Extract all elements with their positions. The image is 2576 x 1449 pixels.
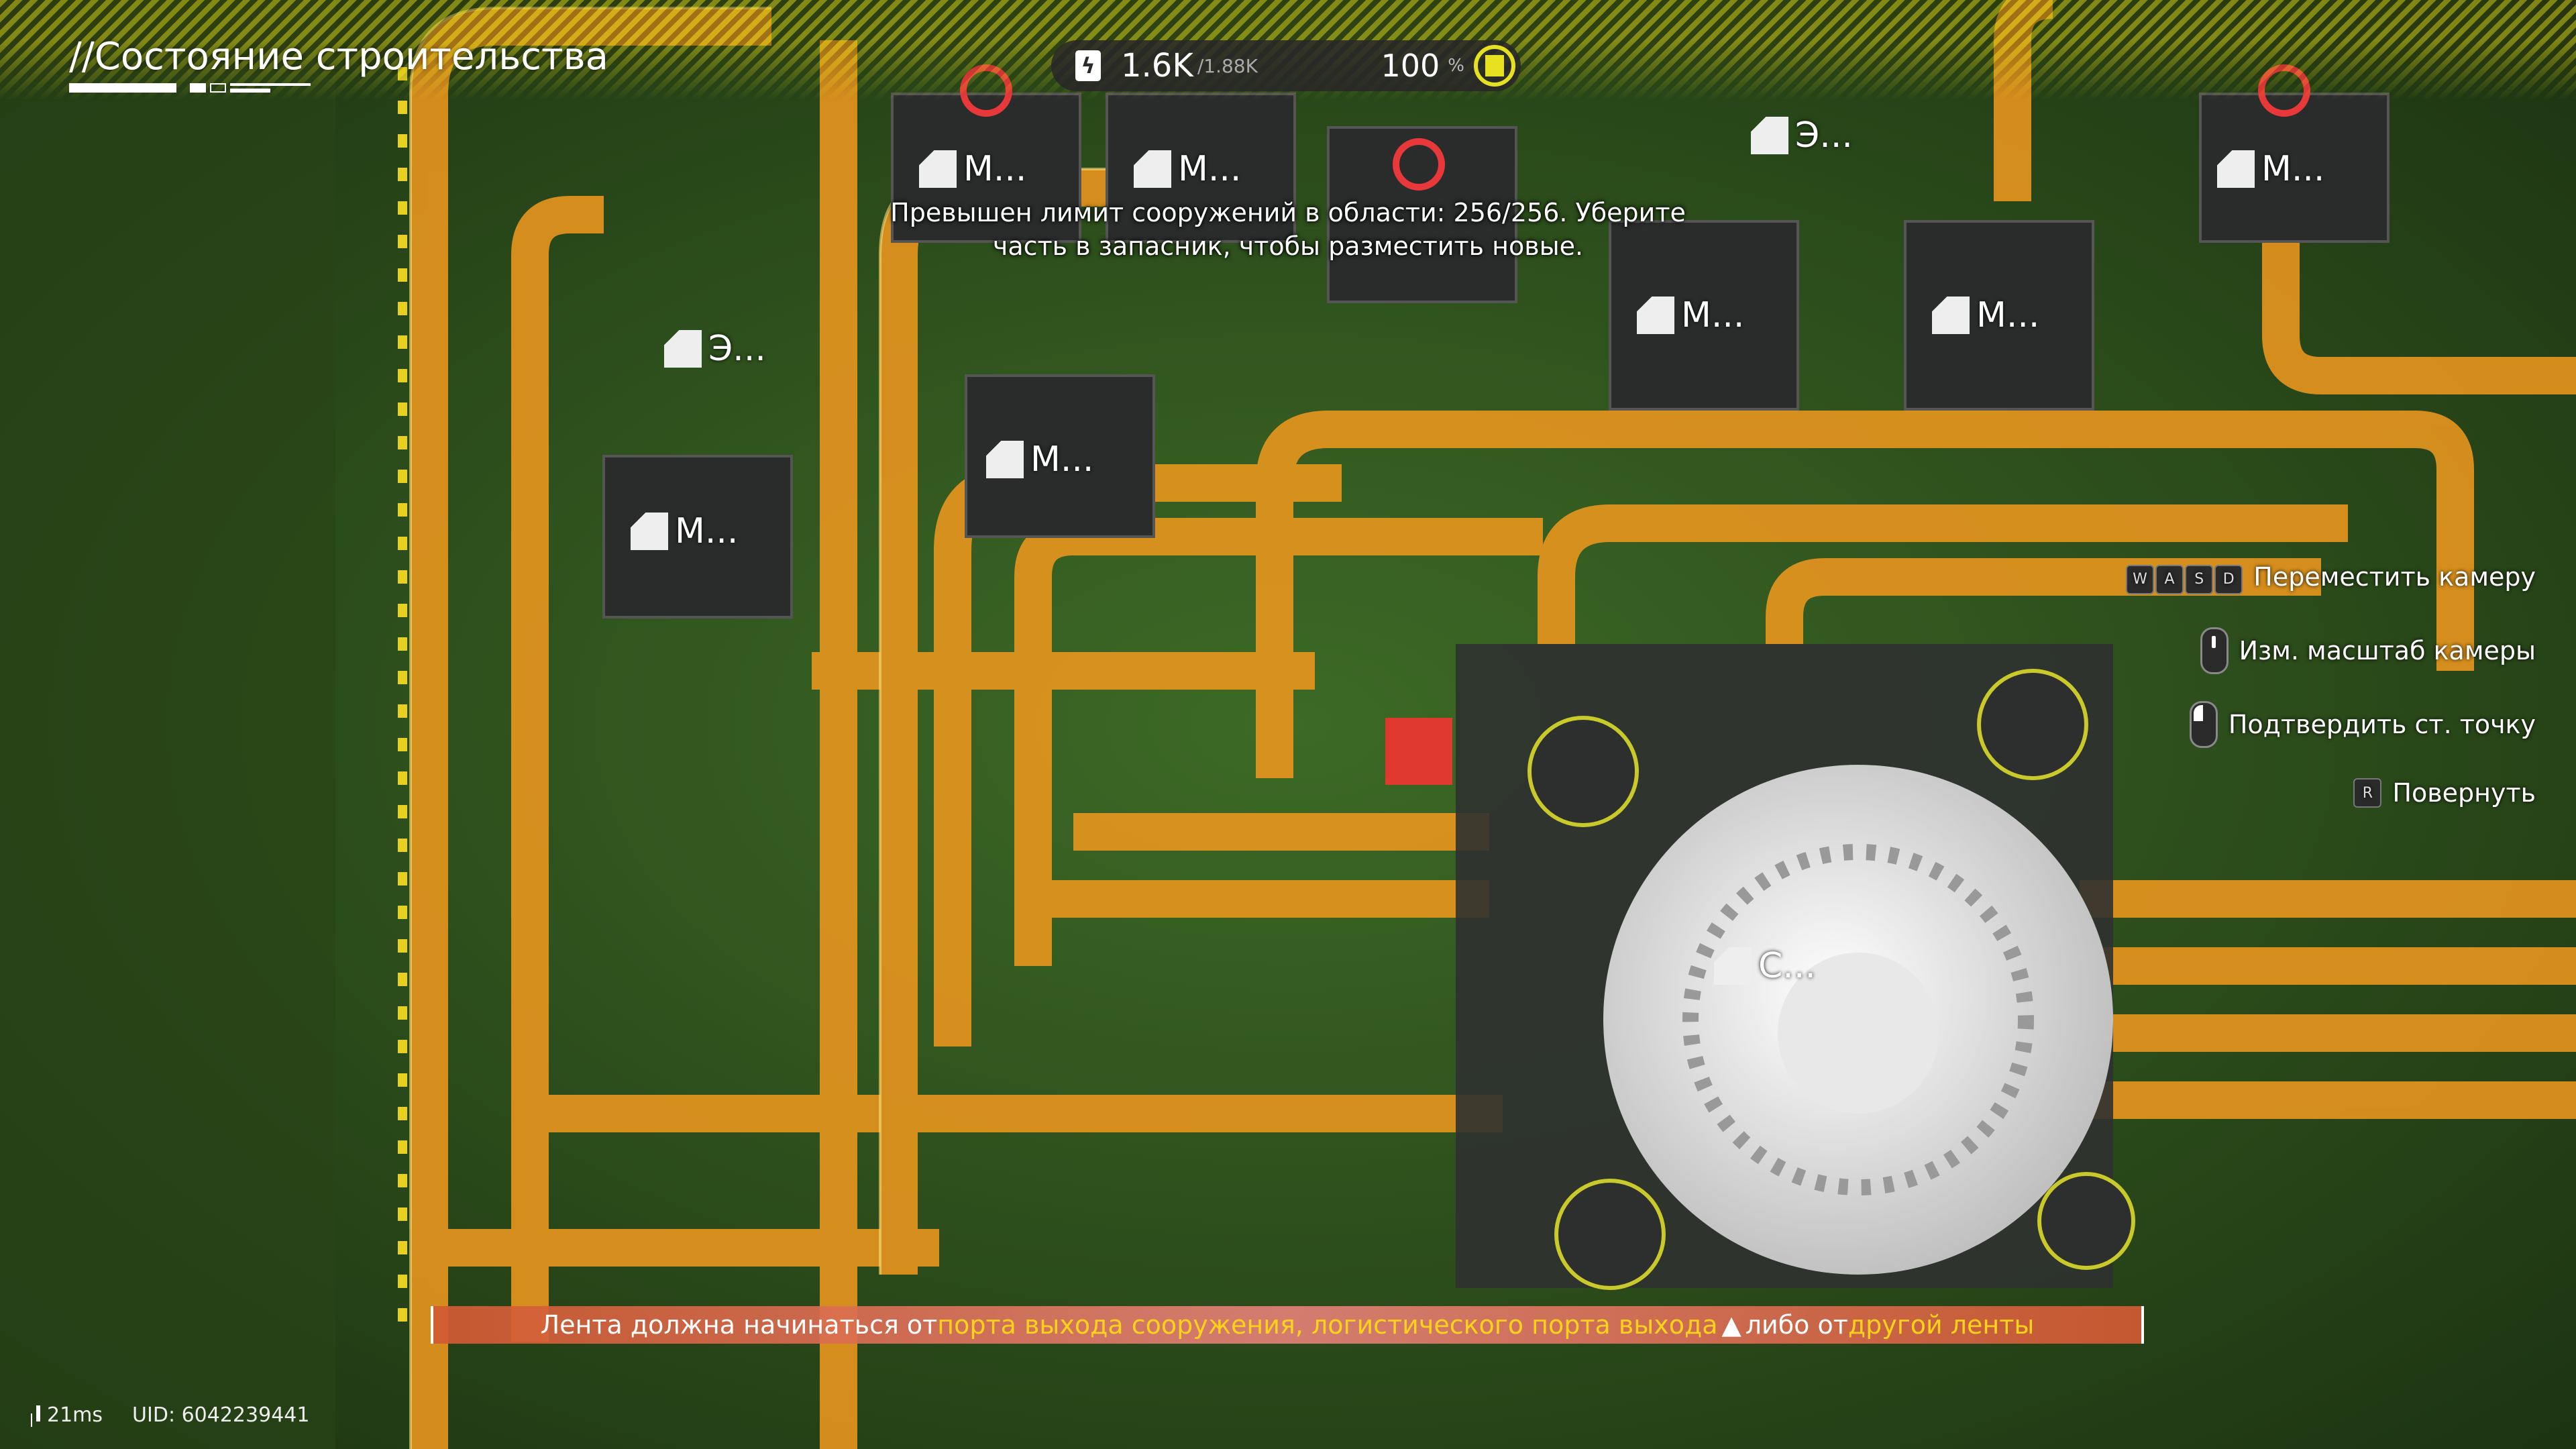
- warning-line-2: часть в запасник, чтобы разместить новые…: [992, 231, 1584, 261]
- lightning-icon: ϟ: [1075, 50, 1101, 81]
- building-label[interactable]: Э...: [1751, 115, 1853, 156]
- hint-label: Подтвердить ст. точку: [2228, 710, 2536, 739]
- building-label[interactable]: М...: [1134, 149, 1241, 189]
- building-label[interactable]: М...: [1637, 295, 1744, 335]
- building-icon: [1134, 150, 1171, 188]
- warning-line-1: Превышен лимит сооружений в области: 256…: [890, 198, 1686, 227]
- building-icon: [919, 150, 957, 188]
- error-text: либо от: [1745, 1310, 1848, 1340]
- power-max: /1.88K: [1197, 54, 1258, 77]
- invalid-placement-cell: [1385, 718, 1452, 785]
- error-highlight: порта выхода сооружения, логистического …: [937, 1310, 1718, 1340]
- error-text: Лента должна начинаться от: [540, 1310, 938, 1340]
- building-label[interactable]: М...: [1932, 295, 2039, 335]
- building-icon: [2217, 150, 2255, 188]
- page-title: //Состояние строительства: [69, 35, 608, 78]
- building-label[interactable]: С...: [1714, 946, 1816, 986]
- building-icon: [631, 513, 668, 550]
- antenna-icon: [1751, 117, 1788, 154]
- mouse-scroll-icon: [2200, 627, 2229, 674]
- building-label[interactable]: М...: [986, 439, 1093, 480]
- building-label[interactable]: М...: [919, 149, 1026, 189]
- hint-label: Переместить камеру: [2253, 562, 2536, 592]
- error-highlight: другой ленты: [1847, 1310, 2035, 1340]
- key-a: A: [2155, 564, 2184, 594]
- building-label[interactable]: М...: [2217, 149, 2324, 189]
- construction-icon[interactable]: [1474, 45, 1515, 87]
- turrets: [1527, 669, 2135, 1290]
- core-icon: [1714, 947, 1752, 985]
- hint-label: Изм. масштаб камеры: [2239, 636, 2536, 665]
- structure-limit-warning: Превышен лимит сооружений в области: 256…: [872, 196, 1704, 263]
- efficiency-unit: %: [1448, 56, 1464, 76]
- hint-move-camera: W A S D Переместить камеру: [2125, 560, 2536, 594]
- key-r: R: [2353, 778, 2382, 808]
- signal-icon: [36, 1405, 40, 1421]
- building-icon: [1637, 297, 1674, 334]
- ping: 21ms: [47, 1403, 103, 1427]
- error-banner: Лента должна начинаться от порта выхода …: [431, 1306, 2144, 1344]
- uid: UID: 6042239441: [132, 1403, 310, 1427]
- power-current: 1.6K: [1121, 47, 1193, 85]
- building-label[interactable]: М...: [631, 511, 738, 551]
- antenna-icon: [664, 330, 702, 368]
- power-status-bar: ϟ 1.6K /1.88K 100 %: [1051, 40, 1521, 91]
- hint-zoom-camera: Изм. масштаб камеры: [2200, 627, 2536, 674]
- key-s: S: [2185, 564, 2214, 594]
- hint-confirm-point: Подтвердить ст. точку: [2189, 701, 2536, 748]
- mouse-left-click-icon: [2189, 701, 2218, 748]
- port-arrow-icon: ▲: [1721, 1310, 1741, 1340]
- building-icon: [1932, 297, 1970, 334]
- conveyor-belts: [411, 0, 2576, 1449]
- hint-label: Повернуть: [2392, 778, 2536, 808]
- title-decoration: [69, 83, 324, 93]
- hint-rotate: R Повернуть: [2353, 778, 2536, 808]
- network-status: 21ms UID: 6042239441: [36, 1403, 309, 1427]
- efficiency-value: 100: [1381, 48, 1440, 84]
- building-icon: [986, 441, 1024, 478]
- key-w: W: [2125, 564, 2154, 594]
- key-d: D: [2214, 564, 2243, 594]
- building-label[interactable]: Э...: [664, 329, 766, 369]
